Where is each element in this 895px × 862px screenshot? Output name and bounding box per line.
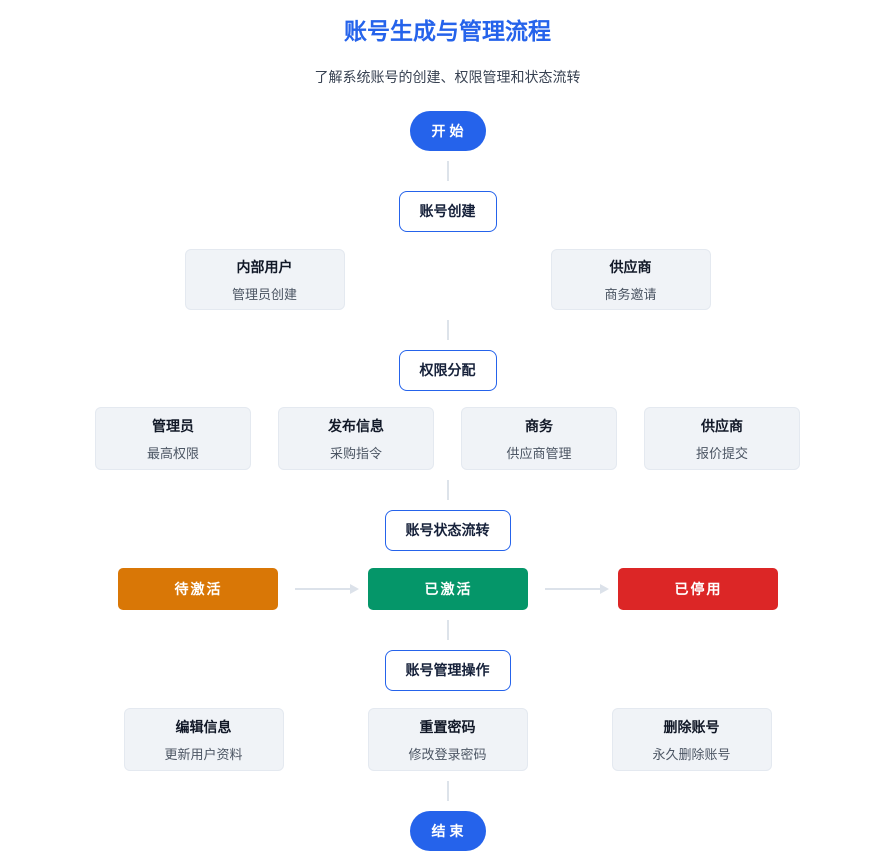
connector-line bbox=[446, 781, 449, 801]
card-title: 内部用户 bbox=[236, 258, 293, 275]
status-activated: 已激活 bbox=[367, 568, 528, 610]
stage-permission-assignment: 权限分配 bbox=[398, 350, 497, 391]
card-subtitle: 永久删除账号 bbox=[652, 746, 731, 762]
account-creation-cards: 内部用户 管理员创建 供应商 商务邀请 bbox=[184, 249, 711, 310]
card-subtitle: 商务邀请 bbox=[604, 286, 657, 302]
card-business-role: 商务 供应商管理 bbox=[461, 407, 617, 470]
card-title: 商务 bbox=[525, 417, 553, 434]
stage-status-flow: 账号状态流转 bbox=[384, 510, 511, 551]
permission-role-cards: 管理员 最高权限 发布信息 采购指令 商务 供应商管理 供应商 报价提交 bbox=[95, 407, 800, 470]
stage-management-operations: 账号管理操作 bbox=[384, 650, 511, 691]
page-subtitle: 了解系统账号的创建、权限管理和状态流转 bbox=[314, 69, 581, 85]
end-node: 结束 bbox=[409, 811, 486, 851]
card-publish-role: 发布信息 采购指令 bbox=[278, 407, 434, 470]
card-subtitle: 采购指令 bbox=[329, 445, 382, 461]
arrow-right-icon bbox=[278, 584, 368, 594]
connector-line bbox=[446, 480, 449, 500]
card-title: 编辑信息 bbox=[175, 718, 232, 735]
card-title: 供应商 bbox=[701, 417, 743, 434]
card-title: 发布信息 bbox=[328, 417, 384, 434]
card-title: 重置密码 bbox=[419, 718, 476, 735]
card-reset-password: 重置密码 修改登录密码 bbox=[367, 708, 528, 771]
card-internal-user: 内部用户 管理员创建 bbox=[184, 249, 345, 310]
flowchart: 开始 账号创建 内部用户 管理员创建 供应商 商务邀请 权限分配 管理员 最高权… bbox=[0, 87, 895, 851]
management-operation-cards: 编辑信息 更新用户资料 重置密码 修改登录密码 删除账号 永久删除账号 bbox=[123, 708, 772, 771]
connector-line bbox=[446, 320, 449, 340]
card-subtitle: 修改登录密码 bbox=[408, 746, 487, 762]
card-supplier-invite: 供应商 商务邀请 bbox=[550, 249, 711, 310]
status-disabled: 已停用 bbox=[617, 568, 778, 610]
card-edit-info: 编辑信息 更新用户资料 bbox=[123, 708, 284, 771]
card-subtitle: 最高权限 bbox=[146, 445, 199, 461]
card-delete-account: 删除账号 永久删除账号 bbox=[611, 708, 772, 771]
card-title: 供应商 bbox=[609, 258, 652, 275]
card-title: 删除账号 bbox=[663, 718, 720, 735]
card-subtitle: 管理员创建 bbox=[231, 286, 297, 302]
start-node: 开始 bbox=[409, 111, 486, 151]
status-flow-row: 待激活 已激活 已停用 bbox=[117, 568, 778, 610]
connector-line bbox=[446, 620, 449, 640]
card-admin-role: 管理员 最高权限 bbox=[95, 407, 251, 470]
stage-account-creation: 账号创建 bbox=[398, 191, 497, 232]
connector-line bbox=[446, 161, 449, 181]
card-title: 管理员 bbox=[152, 417, 194, 434]
card-subtitle: 供应商管理 bbox=[506, 445, 572, 461]
page-title: 账号生成与管理流程 bbox=[344, 18, 551, 44]
card-subtitle: 更新用户资料 bbox=[164, 746, 243, 762]
card-subtitle: 报价提交 bbox=[695, 445, 748, 461]
card-supplier-role: 供应商 报价提交 bbox=[644, 407, 800, 470]
arrow-right-icon bbox=[528, 584, 618, 594]
status-pending-activation: 待激活 bbox=[117, 568, 278, 610]
